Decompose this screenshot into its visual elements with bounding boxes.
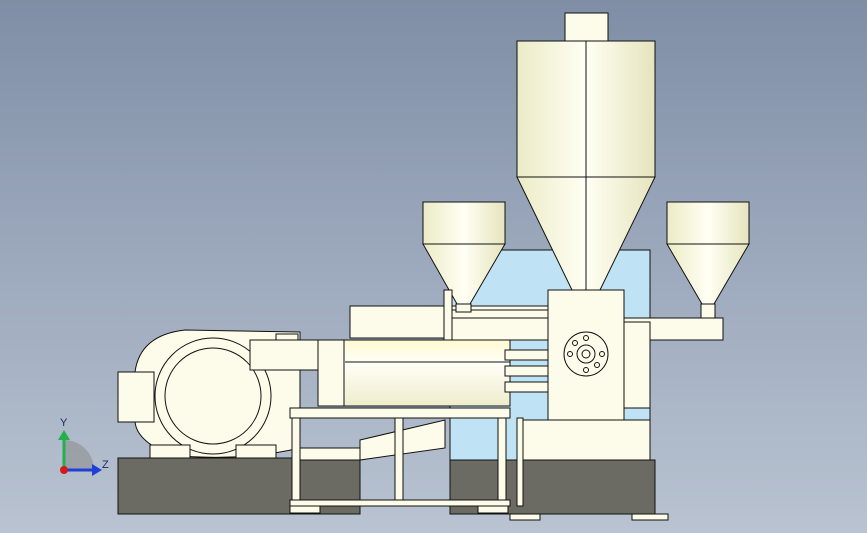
die-head-base — [519, 419, 651, 461]
die-plate-center — [581, 349, 591, 359]
frame-top-rail — [289, 407, 511, 419]
left-hopper-top — [422, 201, 506, 245]
die-bolt — [583, 367, 589, 373]
die-bolt — [567, 351, 573, 357]
triad-origin — [60, 466, 68, 474]
frame-foot-1 — [289, 505, 321, 514]
die-bolt — [594, 362, 600, 368]
die-head-side — [623, 321, 651, 409]
feed-post — [443, 289, 453, 341]
coordinate-triad: Y Z — [58, 417, 109, 476]
barrel-body — [319, 339, 511, 407]
coupling-knob — [275, 333, 299, 341]
frame-bottom-rail — [289, 499, 511, 507]
frame-brace — [516, 417, 524, 507]
frame-foot-2 — [477, 505, 509, 514]
right-hopper-top — [666, 201, 750, 245]
motor-skirt — [299, 447, 361, 461]
right-hopper-cone — [666, 243, 750, 305]
frame-leg-2 — [394, 417, 404, 501]
die-bolt — [572, 340, 578, 346]
coupling-box — [249, 339, 321, 371]
right-hopper-neck — [700, 303, 716, 319]
y-axis-label: Y — [60, 417, 68, 429]
barrel-flange-left — [317, 339, 345, 407]
machine-foot-2 — [631, 513, 669, 521]
barrel-tube-1 — [504, 349, 551, 361]
motor-end-cap — [117, 371, 155, 423]
frame-leg-3 — [497, 417, 507, 507]
motor-mount-right — [235, 444, 277, 459]
y-axis-arrow — [58, 430, 70, 440]
triad-sweep — [64, 440, 94, 470]
machine-foot-1 — [509, 513, 541, 521]
z-axis-label: Z — [102, 459, 109, 471]
motor-ring-inner — [164, 347, 262, 445]
z-axis-arrow — [92, 464, 102, 476]
left-hopper-neck — [455, 303, 472, 313]
motor-mount-left — [149, 444, 191, 459]
barrel-tube-2 — [504, 365, 551, 377]
frame-leg-1 — [291, 417, 301, 507]
center-hopper-cap — [564, 12, 609, 42]
barrel-tube-3 — [504, 381, 551, 393]
die-bolt — [599, 351, 605, 357]
die-bolt — [583, 335, 589, 341]
